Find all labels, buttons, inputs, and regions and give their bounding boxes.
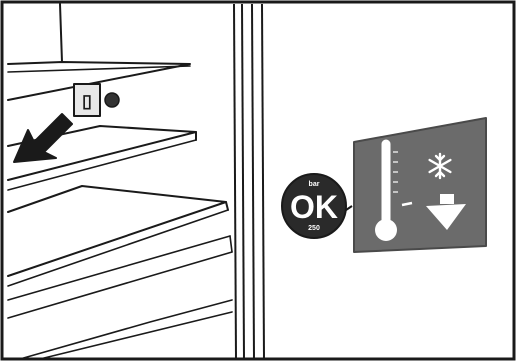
thermometer-icon — [375, 139, 398, 241]
ok-badge-top-text: bar — [309, 181, 320, 188]
fridge-interior: ▯ — [7, 3, 233, 360]
knob-icon — [104, 92, 120, 108]
door-edge — [233, 3, 265, 360]
ok-badge: bar OK 250 — [281, 173, 347, 239]
ok-badge-main-text: OK — [290, 189, 338, 225]
ok-badge-bottom-text: 250 — [308, 225, 320, 232]
svg-text:▯: ▯ — [82, 91, 92, 111]
down-arrow-icon — [426, 194, 466, 230]
snowflake-icon — [428, 152, 452, 180]
back-wall-edge — [59, 3, 63, 63]
control-box — [73, 83, 101, 117]
top-shelf — [7, 61, 191, 101]
pointing-arrow-icon — [13, 113, 73, 163]
minus-icon — [401, 201, 413, 207]
drawer-top — [7, 185, 227, 277]
setting-panel — [353, 117, 487, 253]
